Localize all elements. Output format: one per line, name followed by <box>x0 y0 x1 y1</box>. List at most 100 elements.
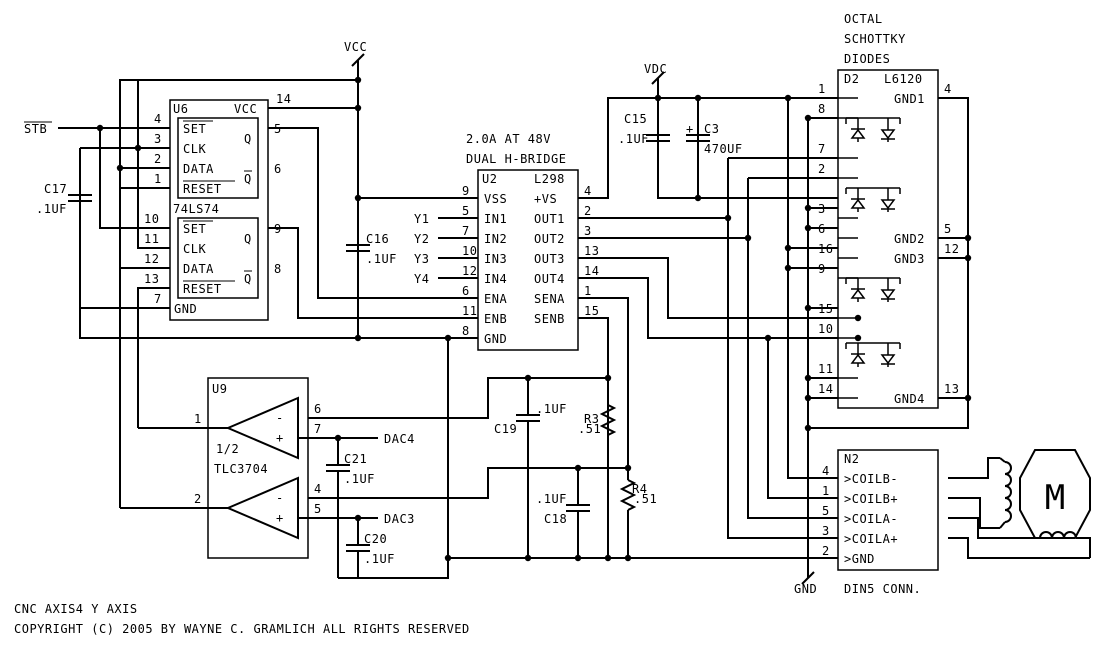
u6-ref: U6 <box>173 102 188 116</box>
junction-dot <box>964 394 972 402</box>
junction-dot <box>354 104 362 112</box>
junction-dot <box>604 374 612 382</box>
u6-pin1: 1 <box>154 172 162 186</box>
u9-part: TLC3704 <box>214 462 268 476</box>
u2-pin-in1-label: IN1 <box>484 212 507 226</box>
u2-part: L298 <box>534 172 565 186</box>
sense-network <box>298 338 838 579</box>
junction-dot <box>854 314 862 322</box>
n2-pin-5: 5 <box>822 504 830 518</box>
c3-ref: C3 <box>704 122 719 136</box>
d2-pin-14: 14 <box>818 382 833 396</box>
u2-pin-enb-label: ENB <box>484 312 507 326</box>
u2-pin-15: 15 <box>584 304 599 318</box>
d2-part: L6120 <box>884 72 923 86</box>
dac3-label: DAC3 <box>384 512 415 526</box>
diode <box>850 128 866 139</box>
u9-chip: U9 1/2 TLC3704 - + - + 1 6 7 2 4 5 <box>120 377 378 578</box>
u2-pin-sena-label: SENA <box>534 292 565 306</box>
junction-dot <box>804 394 812 402</box>
junction-dot <box>604 554 612 562</box>
u9-plus1: + <box>276 431 284 445</box>
n2-pin-coilbminus-label: >COILB- <box>844 472 898 486</box>
u2-pin-2: 2 <box>584 204 592 218</box>
diode <box>880 289 896 300</box>
u9-pin2: 2 <box>194 492 202 506</box>
junction-dot <box>624 464 632 472</box>
u9-pin7: 7 <box>314 422 322 436</box>
d2-diodes <box>845 117 901 367</box>
c21-val: .1UF <box>344 472 375 486</box>
junction-dot <box>804 224 812 232</box>
junction-dot <box>524 374 532 382</box>
junction-dot <box>624 554 632 562</box>
diode <box>850 353 866 364</box>
motor: M <box>948 449 1091 559</box>
junction-dot <box>784 264 792 272</box>
junction-dot <box>764 334 772 342</box>
c19-val: .1UF <box>536 402 567 416</box>
u6-data2-label: DATA <box>183 262 214 276</box>
u6-reset-label: RESET <box>183 182 222 196</box>
u2-desc1: 2.0A AT 48V <box>466 132 551 146</box>
junction-dot <box>574 464 582 472</box>
u2-pin-out4-label: OUT4 <box>534 272 565 286</box>
junction-dot <box>694 194 702 202</box>
d2-pin12: 12 <box>944 242 959 256</box>
c18-ref: C18 <box>544 512 567 526</box>
u2-pin-9: 9 <box>462 184 470 198</box>
c3-plus: + <box>686 122 694 136</box>
u2-pin-13: 13 <box>584 244 599 258</box>
u9-plus2: + <box>276 511 284 525</box>
u2-pin-1: 1 <box>584 284 592 298</box>
d2-pin-1: 1 <box>818 82 826 96</box>
d2-pin-10: 10 <box>818 322 833 336</box>
u6-gnd-label: GND <box>174 302 197 316</box>
u6-pin6: 6 <box>274 162 282 176</box>
c20-ref: C20 <box>364 532 387 546</box>
c19-ref: C19 <box>494 422 517 436</box>
c17-ref: C17 <box>44 182 67 196</box>
junction-dot <box>524 554 532 562</box>
u6-part: 74LS74 <box>173 202 219 216</box>
title-line1: CNC AXIS4 Y AXIS <box>14 602 138 616</box>
y3-label: Y3 <box>414 252 429 266</box>
u2-pin-out2-label: OUT2 <box>534 232 565 246</box>
u2-pin-11: 11 <box>462 304 477 318</box>
u2-pin-senb-label: SENB <box>534 312 565 326</box>
junction-dot <box>444 334 452 342</box>
u2-pin-3: 3 <box>584 224 592 238</box>
u6-pin12: 12 <box>144 252 159 266</box>
n2-pin-coilbplus-label: >COILB+ <box>844 492 898 506</box>
diode <box>850 288 866 299</box>
d2-pin-8: 8 <box>818 102 826 116</box>
u6-set-label: SET <box>183 122 206 136</box>
u6-pin14: 14 <box>276 92 291 106</box>
u2-pin-6: 6 <box>462 284 470 298</box>
title-line2: COPYRIGHT (C) 2005 BY WAYNE C. GRAMLICH … <box>14 622 470 636</box>
r4-val: .51 <box>634 492 657 506</box>
y4-label: Y4 <box>414 272 429 286</box>
vcc-rail <box>346 53 478 338</box>
u6-clk2-label: CLK <box>183 242 206 256</box>
n2-ref: N2 <box>844 452 859 466</box>
vdc-label: VDC <box>644 62 667 76</box>
d2-ref: D2 <box>844 72 859 86</box>
junction-dot <box>444 554 452 562</box>
u9-pin1: 1 <box>194 412 202 426</box>
d2-pin4: 4 <box>944 82 952 96</box>
n2-pin-coilaplus-label: >COILA+ <box>844 532 898 546</box>
u6-chip: U6 VCC SET CLK DATA RESET Q Q 74LS74 SET… <box>144 92 291 321</box>
vdc-rail <box>578 71 838 558</box>
d2-pin-7: 7 <box>818 142 826 156</box>
junction-dot <box>354 514 362 522</box>
u9-pin6: 6 <box>314 402 322 416</box>
u6-vcc-label: VCC <box>234 102 257 116</box>
d2-gnd2: GND2 <box>894 232 925 246</box>
n2-pin-1: 1 <box>822 484 830 498</box>
y1-label: Y1 <box>414 212 429 226</box>
c3-val: 470UF <box>704 142 743 156</box>
u2-pin-gnd-label: GND <box>484 332 507 346</box>
n2-pin-4: 4 <box>822 464 830 478</box>
